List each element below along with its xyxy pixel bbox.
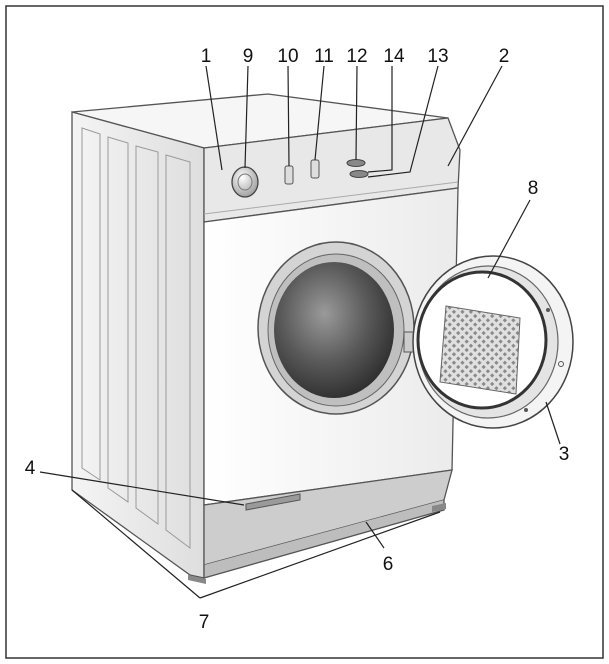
callout-3: 3 [559, 444, 570, 465]
program-knob[interactable] [231, 166, 259, 198]
callout-12: 12 [346, 46, 367, 67]
base-foot-left [188, 575, 206, 584]
side-panel [71, 111, 205, 579]
floor-line-left [71, 489, 201, 599]
callout-9: 9 [243, 46, 254, 67]
side-ribs [81, 127, 191, 549]
callout-14: 14 [383, 46, 405, 67]
floor-line-right [199, 511, 441, 599]
callout-13: 13 [427, 46, 448, 67]
indicator-14 [349, 170, 369, 178]
indicator-12 [346, 159, 366, 167]
callout-4: 4 [25, 458, 36, 479]
controls [231, 159, 369, 198]
callout-labels: 1 9 10 11 12 14 13 2 8 4 3 6 7 [25, 46, 570, 633]
callout-10: 10 [277, 46, 298, 67]
open-door[interactable] [412, 255, 574, 429]
callout-1: 1 [201, 46, 212, 67]
machine-body [71, 93, 461, 584]
button-10[interactable] [284, 165, 294, 185]
callout-11: 11 [314, 46, 334, 67]
drum-opening [257, 241, 415, 415]
callout-6: 6 [383, 554, 394, 575]
callout-8: 8 [528, 178, 539, 199]
leader-lines [39, 65, 561, 549]
button-11[interactable] [310, 159, 320, 179]
lint-filter[interactable] [439, 305, 521, 395]
callout-2: 2 [499, 46, 510, 67]
base-foot-right [432, 503, 446, 512]
drum-glass [274, 262, 394, 398]
service-flap [245, 493, 301, 511]
callout-7: 7 [199, 612, 210, 633]
